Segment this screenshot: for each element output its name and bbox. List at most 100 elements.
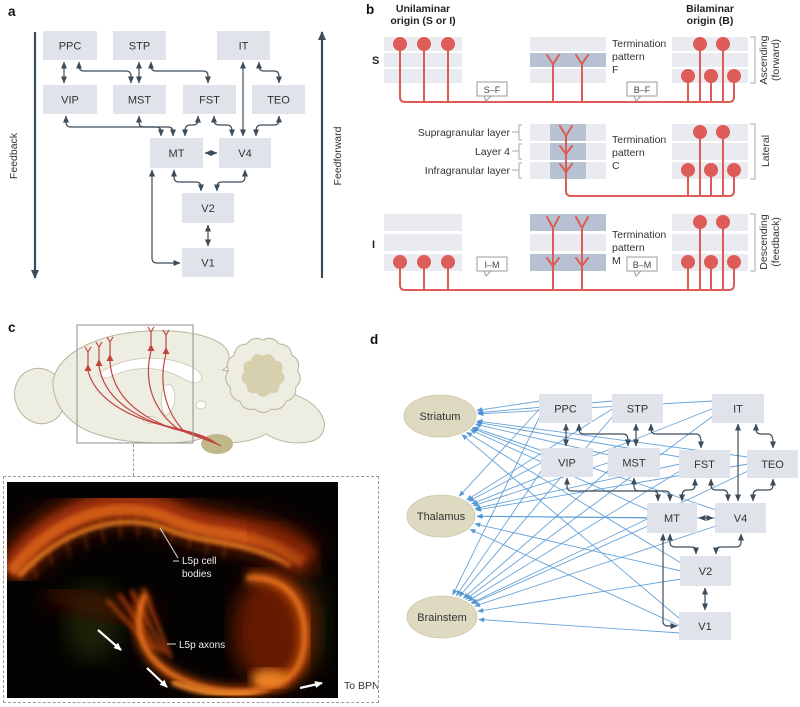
area-box-FST	[183, 85, 236, 114]
forward-label: (forward)	[770, 39, 782, 81]
micrograph-box: L5p cell bodies L5p axons To BPN	[3, 476, 380, 703]
terminal-chevron	[559, 145, 573, 155]
structure-label-Striatum: Striatum	[420, 411, 461, 423]
edge-FST-MT	[182, 115, 201, 137]
area-box-V2	[680, 556, 731, 586]
feedback-label: Feedback	[8, 132, 20, 179]
layer-band	[672, 143, 748, 160]
area-label-MT: MT	[664, 513, 680, 525]
termination-band	[530, 254, 606, 271]
layer-band	[672, 53, 748, 67]
area-box-PPC	[43, 31, 97, 60]
area-label-VIP: VIP	[558, 458, 576, 470]
panel-c: c	[8, 318, 353, 475]
area-box-V1	[182, 248, 234, 277]
area-label-MST: MST	[622, 458, 646, 470]
terminal-chevron	[559, 163, 573, 173]
area-box-V4	[219, 138, 271, 168]
cell-body	[716, 37, 730, 51]
l5p-soma	[84, 364, 92, 371]
area-box-PPC	[539, 394, 592, 423]
projection-V1-to-Striatum	[461, 434, 681, 620]
area-label-V1: V1	[201, 258, 214, 270]
l5p-soma	[106, 354, 114, 361]
panel-c-svg: c	[8, 320, 325, 454]
layer-band	[530, 69, 606, 83]
projection-STP-to-Brainstem	[458, 415, 614, 598]
axon-trunk	[399, 48, 735, 103]
area-box-STP	[612, 394, 663, 423]
edge-PPC-MST	[76, 61, 134, 84]
infragranular-label: Infragranular layer	[425, 165, 511, 177]
descending-bracket	[750, 213, 756, 272]
cell-body	[681, 69, 695, 83]
edge-MT-V1	[660, 533, 678, 629]
termination-band	[530, 53, 606, 67]
l5p-soma	[147, 344, 155, 351]
cell-body	[704, 69, 718, 83]
termination-f-1: Termination	[612, 38, 666, 50]
termination-c-2: pattern	[612, 147, 645, 159]
area-label-V4: V4	[734, 513, 747, 525]
cell-body	[704, 255, 718, 269]
projection-MT-to-Brainstem	[471, 525, 649, 605]
area-label-FST: FST	[694, 459, 715, 471]
termination-band	[530, 214, 606, 231]
l5p-neurons	[84, 326, 222, 447]
projection-V2-to-Brainstem	[477, 578, 682, 613]
layer-band	[384, 214, 462, 231]
area-box-VIP	[541, 448, 593, 477]
cell-body	[727, 69, 741, 83]
cell-body	[727, 163, 741, 177]
area-box-TEO	[252, 85, 305, 114]
bilaminar-header-1: Bilaminar	[686, 3, 734, 15]
area-box-V2	[182, 193, 234, 223]
row-i-label: I	[372, 239, 375, 251]
unilaminar-header-1: Unilaminar	[396, 3, 450, 15]
area-label-V4: V4	[238, 148, 251, 160]
cell-body	[693, 37, 707, 51]
edge-V4-V2	[214, 169, 248, 192]
edge-TEO-V4	[253, 115, 282, 137]
cell-body	[716, 125, 730, 139]
termination-m-3: M	[612, 255, 621, 267]
fornix-shape	[161, 383, 176, 417]
panel-d-letter: d	[370, 332, 378, 347]
axon-trunk	[570, 174, 735, 197]
l5p-cell-bodies-label-1: L5p cell	[182, 556, 216, 567]
termination-f-3: F	[612, 64, 618, 76]
area-label-FST: FST	[199, 95, 220, 107]
cell-bodies-leader-line	[159, 527, 179, 562]
terminal-tuft	[546, 54, 560, 65]
bilaminar-header-2: origin (B)	[687, 15, 734, 27]
edge-IT-TEO	[256, 61, 282, 84]
projection-V1-to-Brainstem	[478, 617, 681, 634]
projection-VIP-to-Thalamus	[468, 462, 543, 502]
l5p-dendrite	[106, 336, 114, 355]
l5p-axon-bundle	[162, 353, 222, 447]
area-box-V4	[715, 503, 766, 533]
area-box-IT	[712, 394, 764, 423]
projection-PPC-to-Striatum	[476, 400, 541, 413]
structure-Brainstem	[406, 595, 478, 639]
l5p-dendrite	[95, 341, 103, 360]
edge-VIP-MT	[63, 115, 164, 137]
lateral-bracket	[750, 123, 756, 180]
l5p-dendrite	[162, 329, 170, 348]
ascending-label: Ascending	[758, 35, 770, 84]
cell-body	[441, 255, 455, 269]
ventricle-shape	[195, 400, 207, 410]
area-box-MT	[150, 138, 203, 168]
termination-c-3: C	[612, 160, 620, 172]
projection-VIP-to-Brainstem	[455, 469, 543, 597]
area-box-V1	[679, 612, 731, 640]
layer-band	[384, 234, 462, 251]
cell-body	[693, 125, 707, 139]
svg-text:I–M: I–M	[484, 260, 499, 270]
